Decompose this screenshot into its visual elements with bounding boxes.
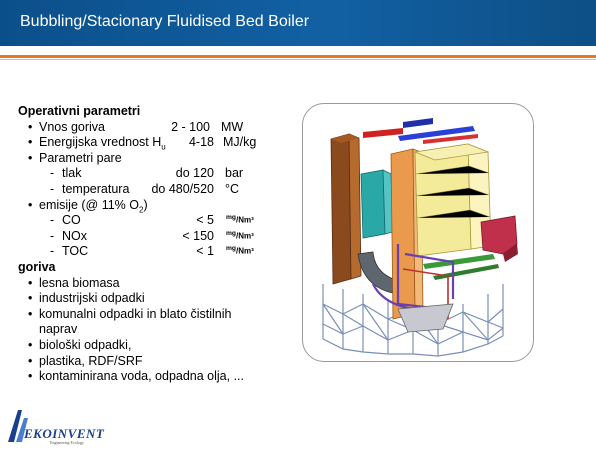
steam-row: • Parametri pare bbox=[18, 151, 288, 167]
operating-heading: Operativni parametri bbox=[18, 104, 141, 118]
calorific-row: • Energijska vrednost Hu 4-18 MJ/kg bbox=[18, 135, 288, 152]
fuel-item: • plastika, RDF/SRF bbox=[18, 354, 288, 370]
fuel-input-row: • Vnos goriva 2 - 100 MW bbox=[18, 120, 288, 136]
fuel-input-unit: MW bbox=[221, 119, 244, 134]
co-value: < 5 bbox=[196, 213, 214, 228]
nox-label: NOx bbox=[62, 228, 87, 243]
fuel-item: • komunalni odpadki in blato čistilnih n… bbox=[18, 307, 288, 338]
co-label: CO bbox=[62, 213, 81, 228]
nox-unit: mg/Nm³ bbox=[226, 229, 254, 241]
steam-label: Parametri pare bbox=[39, 150, 122, 165]
logo-wordmark: EKOINVENT bbox=[24, 426, 105, 441]
fuel-item-label: kontaminirana voda, odpadna olja, ... bbox=[39, 369, 244, 384]
pressure-row: - tlak do 120 bar bbox=[18, 166, 288, 182]
bullet: • bbox=[28, 337, 33, 352]
toc-row: - TOC < 1 mg/Nm³ bbox=[18, 244, 288, 260]
bullet: • bbox=[28, 369, 33, 384]
dash: - bbox=[50, 166, 55, 181]
fuel-input-label: Vnos goriva bbox=[39, 119, 106, 134]
fuel-item: • kontaminirana voda, odpadna olja, ... bbox=[18, 369, 288, 385]
bullet: • bbox=[28, 197, 33, 212]
bullet: • bbox=[28, 150, 33, 165]
dash: - bbox=[50, 181, 55, 196]
fuel-item-label: industrijski odpadki bbox=[39, 291, 145, 306]
fuel-input-value: 2 - 100 bbox=[171, 119, 210, 134]
dash: - bbox=[50, 213, 55, 228]
pressure-label: tlak bbox=[62, 166, 82, 181]
logo-tagline: Engineering Ecology bbox=[50, 440, 84, 445]
pressure-unit: bar bbox=[225, 166, 244, 181]
toc-label: TOC bbox=[62, 244, 89, 259]
bullet: • bbox=[28, 353, 33, 368]
calorific-unit: MJ/kg bbox=[223, 135, 257, 150]
slide-title: Bubbling/Stacionary Fluidised Bed Boiler bbox=[20, 13, 310, 30]
fuel-item-label: komunalni odpadki in blato čistilnih nap… bbox=[39, 306, 232, 337]
logo-mark-icon bbox=[8, 410, 28, 442]
fuel-item: • biološki odpadki, bbox=[18, 338, 288, 354]
dash: - bbox=[50, 228, 55, 243]
bullet: • bbox=[28, 135, 33, 150]
nox-row: - NOx < 150 mg/Nm³ bbox=[18, 229, 288, 245]
pressure-value: do 120 bbox=[175, 166, 214, 181]
bullet: • bbox=[28, 119, 33, 134]
boiler-illustration bbox=[302, 103, 534, 362]
emissions-row: • emisije (@ 11% O2) bbox=[18, 197, 288, 215]
fuel-item-label: biološki odpadki, bbox=[39, 337, 132, 352]
bullet: • bbox=[28, 275, 33, 290]
bullet: • bbox=[28, 306, 33, 321]
co-unit: mg/Nm³ bbox=[226, 214, 254, 225]
ekoinvent-logo: EKOINVENT Engineering Ecology bbox=[6, 404, 116, 445]
dash: - bbox=[50, 244, 55, 259]
toc-unit: mg/Nm³ bbox=[226, 245, 254, 256]
accent-rule bbox=[0, 55, 596, 58]
calorific-label: Energijska vrednost Hu bbox=[39, 135, 166, 152]
body-bands bbox=[415, 165, 491, 219]
toc-value: < 1 bbox=[196, 244, 214, 259]
title-bar: Bubbling/Stacionary Fluidised Bed Boiler bbox=[0, 0, 596, 46]
temperature-label: temperatura bbox=[62, 181, 130, 196]
fuel-item-label: plastika, RDF/SRF bbox=[39, 353, 143, 368]
nox-value: < 150 bbox=[182, 228, 214, 243]
accent-rule-thin bbox=[0, 59, 596, 60]
fuels-heading: goriva bbox=[18, 259, 56, 274]
temperature-unit: °C bbox=[225, 181, 240, 196]
fuel-item: • lesna biomasa bbox=[18, 276, 288, 292]
boiler-drawing bbox=[322, 118, 518, 357]
calorific-value: 4-18 bbox=[188, 135, 214, 150]
fuel-item-label: lesna biomasa bbox=[39, 275, 120, 290]
temperature-row: - temperatura do 480/520 °C bbox=[18, 182, 288, 198]
temperature-value: do 480/520 bbox=[151, 181, 214, 196]
co-row: - CO < 5 mg/Nm³ bbox=[18, 213, 288, 229]
emissions-label: emisije (@ 11% O2) bbox=[39, 197, 148, 215]
parameters-list: Operativni parametri • Vnos goriva 2 - 1… bbox=[18, 104, 288, 385]
bullet: • bbox=[28, 291, 33, 306]
fuel-item: • industrijski odpadki bbox=[18, 291, 288, 307]
